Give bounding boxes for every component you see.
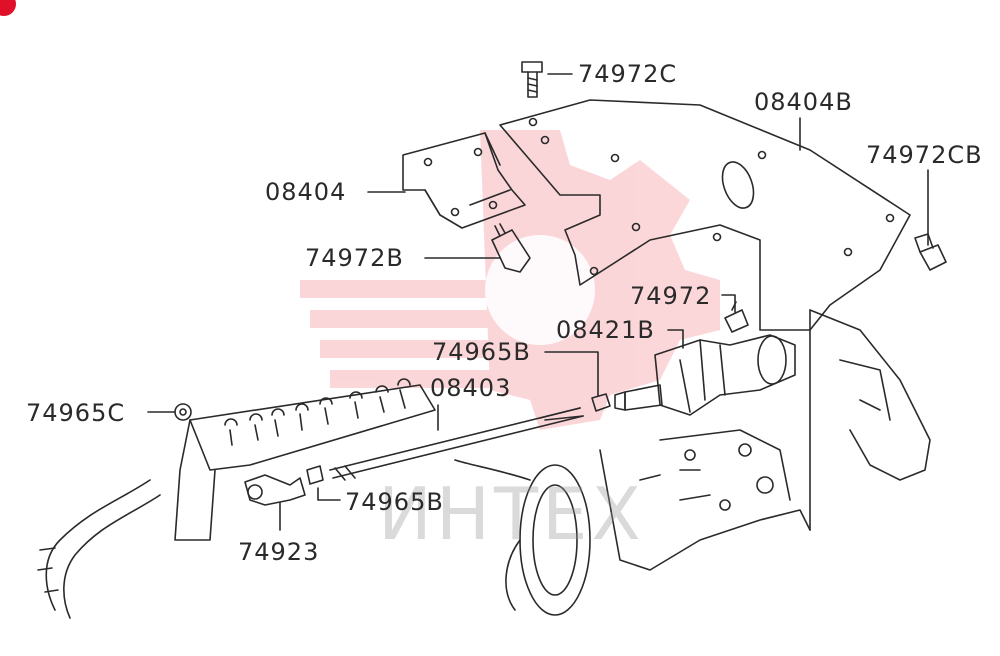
label-74972C: 74972C <box>578 60 678 88</box>
label-74972CB: 74972CB <box>866 141 983 169</box>
label-08404: 08404 <box>265 178 347 206</box>
engine-block <box>599 309 931 571</box>
hose-lines <box>37 479 161 619</box>
bolt-74972B-icon <box>491 223 531 273</box>
bolt-74972C-icon <box>521 61 543 98</box>
label-74972: 74972 <box>630 282 712 310</box>
nut-74965C-icon <box>174 403 192 421</box>
label-74965C: 74965C <box>26 399 126 427</box>
label-08403: 08403 <box>430 374 512 402</box>
label-74923: 74923 <box>238 538 320 566</box>
label-74965B-bottom: 74965B <box>345 488 444 516</box>
injection-pump <box>174 378 436 541</box>
leader-74965B-bottom <box>317 487 341 501</box>
leader-74972 <box>721 294 736 313</box>
nut-74965B-top-icon <box>591 393 611 412</box>
watermark-logo-icon <box>300 130 720 430</box>
watermark-text: ИНТЕХ <box>378 472 645 556</box>
bracket-08404 <box>402 132 526 229</box>
corner-badge <box>0 0 16 16</box>
flange <box>454 459 591 616</box>
label-74972B: 74972B <box>305 244 404 272</box>
solenoid-08421B <box>614 334 796 416</box>
bracket-08404B <box>499 99 911 331</box>
bolt-74972-icon <box>724 301 749 333</box>
rod-08403 <box>329 407 584 481</box>
leader-08421B <box>667 329 684 349</box>
fitting-74923-icon <box>244 474 306 506</box>
nut-74965B-bottom-icon <box>306 465 324 485</box>
label-08404B: 08404B <box>754 88 853 116</box>
label-08421B: 08421B <box>556 316 655 344</box>
label-74965B-top: 74965B <box>432 338 531 366</box>
leader-74965B-top <box>544 351 599 397</box>
bolt-74972CB-icon <box>914 233 947 271</box>
